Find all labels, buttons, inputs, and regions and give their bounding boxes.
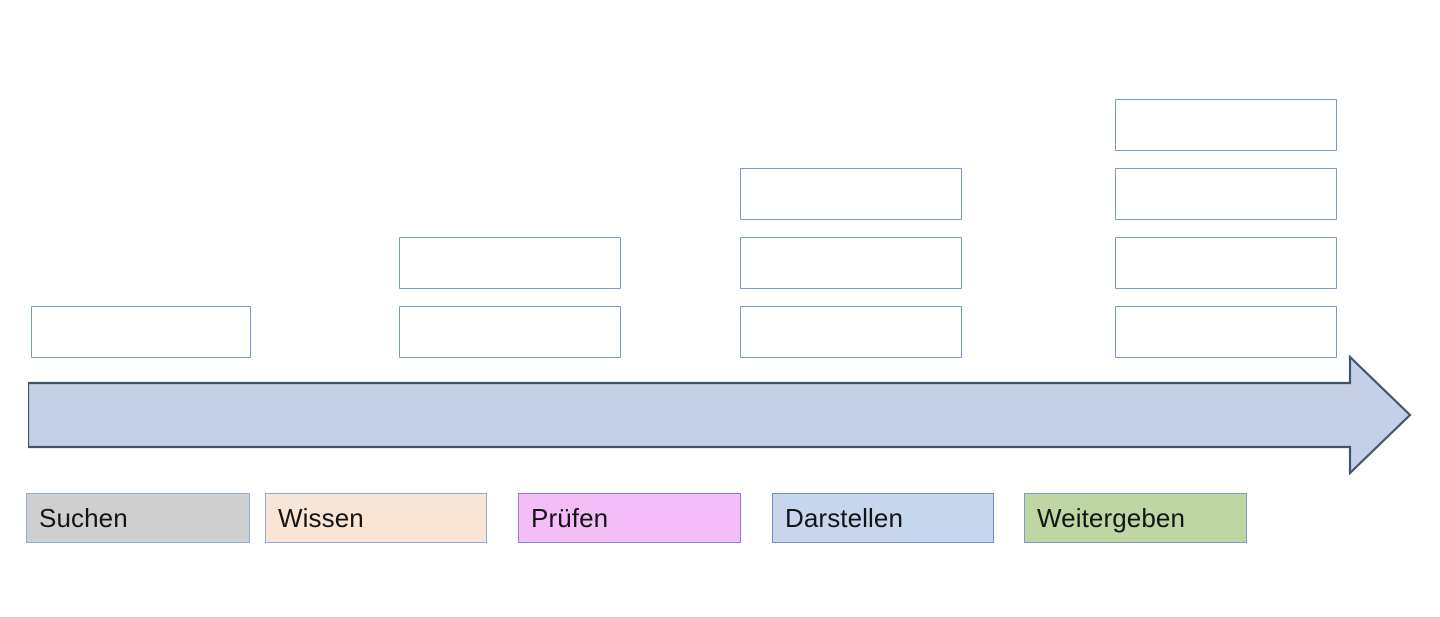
stair-box[interactable] bbox=[31, 306, 251, 358]
category-label-suchen[interactable]: Suchen bbox=[26, 493, 250, 543]
staircase-column-4 bbox=[1115, 99, 1337, 358]
stair-box[interactable] bbox=[399, 306, 621, 358]
staircase-column-2 bbox=[399, 237, 621, 358]
stair-box[interactable] bbox=[1115, 168, 1337, 220]
staircase-column-3 bbox=[740, 168, 962, 358]
category-label-row: Suchen Wissen Prüfen Darstellen Weitergeben bbox=[0, 493, 1440, 545]
stair-box[interactable] bbox=[1115, 237, 1337, 289]
category-label-wissen[interactable]: Wissen bbox=[265, 493, 487, 543]
stair-box[interactable] bbox=[1115, 306, 1337, 358]
category-label-prfen[interactable]: Prüfen bbox=[518, 493, 741, 543]
stair-box[interactable] bbox=[740, 237, 962, 289]
process-arrow bbox=[28, 355, 1412, 475]
staircase-column-1 bbox=[31, 306, 251, 358]
arrow-polygon bbox=[28, 355, 1412, 475]
process-arrow-shape bbox=[28, 355, 1412, 475]
category-label-weitergeben[interactable]: Weitergeben bbox=[1024, 493, 1247, 543]
stair-box[interactable] bbox=[1115, 99, 1337, 151]
category-label-darstellen[interactable]: Darstellen bbox=[772, 493, 994, 543]
stair-box[interactable] bbox=[399, 237, 621, 289]
stair-box[interactable] bbox=[740, 168, 962, 220]
stair-box[interactable] bbox=[740, 306, 962, 358]
